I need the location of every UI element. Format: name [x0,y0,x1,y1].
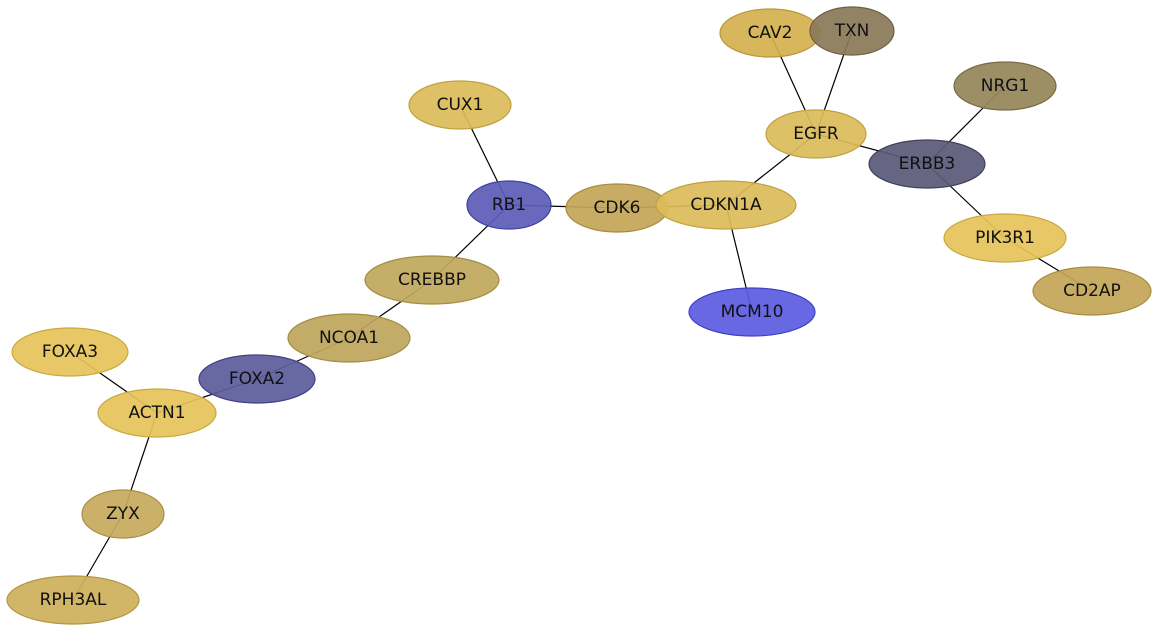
node-ellipse-cux1 [408,80,512,130]
node-label-mcm10: MCM10 [721,302,784,322]
node-label-ncoa1: NCOA1 [319,328,379,348]
node-foxa3[interactable]: FOXA3 [11,327,129,377]
node-ellipse-egfr [765,109,867,159]
node-label-crebbp: CREBBP [398,270,466,290]
node-label-cav2: CAV2 [748,23,793,43]
node-zyx[interactable]: ZYX [81,489,165,539]
node-txn[interactable]: TXN [809,6,895,56]
node-ellipse-txn [809,6,895,56]
node-ellipse-foxa3 [11,327,129,377]
node-label-txn: TXN [834,21,870,41]
node-label-cdk6: CDK6 [594,198,641,218]
node-egfr[interactable]: EGFR [765,109,867,159]
node-ellipse-cd2ap [1032,266,1152,316]
node-ellipse-rph3al [6,575,140,625]
node-label-rph3al: RPH3AL [40,590,107,610]
node-ellipse-zyx [81,489,165,539]
node-cdkn1a[interactable]: CDKN1A [655,180,797,230]
node-cux1[interactable]: CUX1 [408,80,512,130]
node-ellipse-crebbp [364,255,500,305]
node-label-cdkn1a: CDKN1A [690,195,762,215]
node-label-cux1: CUX1 [437,95,484,115]
node-crebbp[interactable]: CREBBP [364,255,500,305]
node-ellipse-mcm10 [688,287,816,337]
node-erbb3[interactable]: ERBB3 [868,139,986,189]
node-label-foxa2: FOXA2 [229,369,285,389]
node-ellipse-erbb3 [868,139,986,189]
node-ellipse-nrg1 [953,61,1057,111]
node-ncoa1[interactable]: NCOA1 [287,313,411,363]
node-cd2ap[interactable]: CD2AP [1032,266,1152,316]
node-mcm10[interactable]: MCM10 [688,287,816,337]
node-label-egfr: EGFR [793,124,839,144]
node-label-pik3r1: PIK3R1 [975,228,1035,248]
node-ellipse-rb1 [466,180,552,230]
node-actn1[interactable]: ACTN1 [97,388,217,438]
node-ellipse-pik3r1 [943,213,1067,263]
node-ellipse-ncoa1 [287,313,411,363]
node-rph3al[interactable]: RPH3AL [6,575,140,625]
node-pik3r1[interactable]: PIK3R1 [943,213,1067,263]
node-label-rb1: RB1 [492,195,526,215]
node-foxa2[interactable]: FOXA2 [198,354,316,404]
node-nrg1[interactable]: NRG1 [953,61,1057,111]
node-label-zyx: ZYX [106,504,140,524]
node-label-nrg1: NRG1 [981,76,1030,96]
node-cdk6[interactable]: CDK6 [565,183,669,233]
edges-layer [69,30,1093,601]
node-label-actn1: ACTN1 [128,403,185,423]
node-ellipse-cdkn1a [655,180,797,230]
node-label-cd2ap: CD2AP [1063,281,1121,301]
node-ellipse-foxa2 [198,354,316,404]
node-label-foxa3: FOXA3 [42,342,98,362]
node-ellipse-actn1 [97,388,217,438]
node-cav2[interactable]: CAV2 [719,8,821,58]
node-label-erbb3: ERBB3 [899,154,956,174]
node-rb1[interactable]: RB1 [466,180,552,230]
